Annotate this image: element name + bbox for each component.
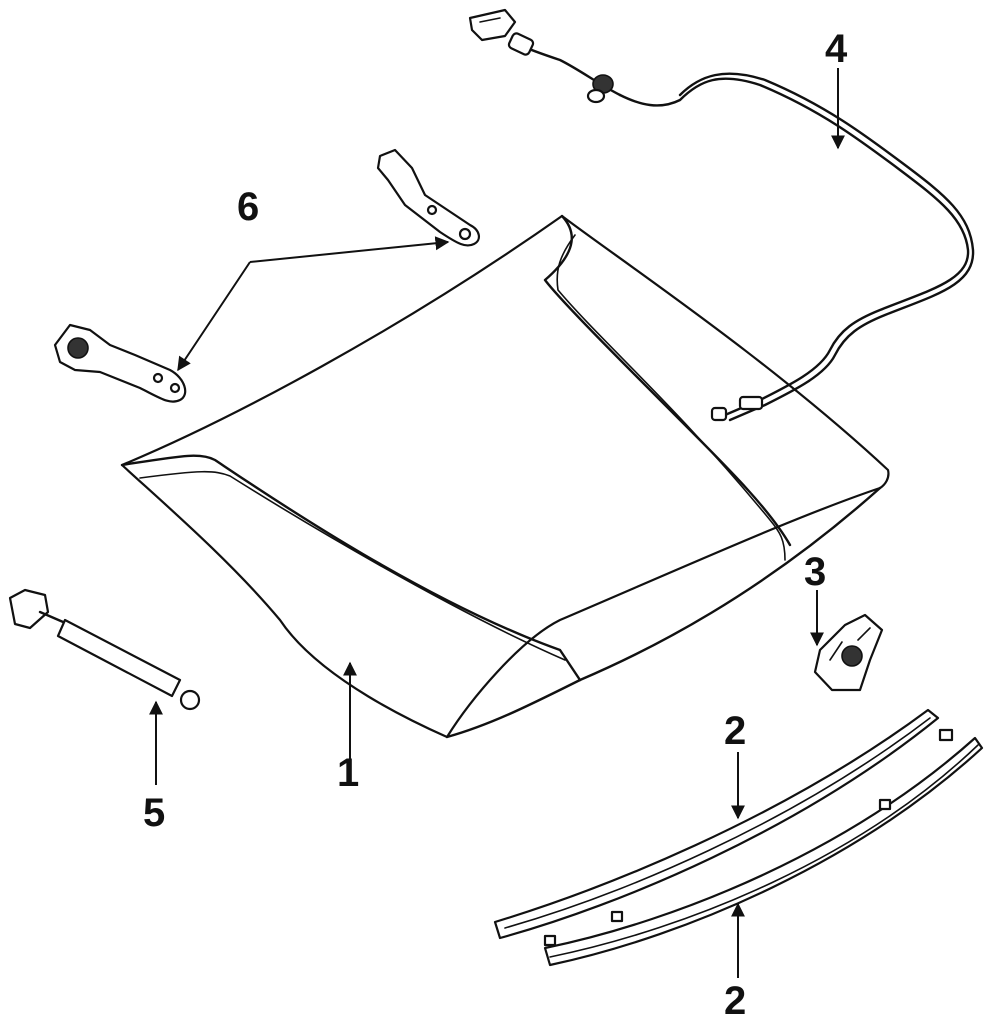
leader-6b: [177, 261, 251, 372]
hood-latch: [813, 613, 884, 692]
callout-6: 6: [237, 185, 259, 229]
release-cable: [468, 8, 975, 422]
callout-3: 3: [804, 550, 826, 594]
callout-5: 5: [143, 791, 165, 835]
leader-lines: [149, 68, 845, 978]
callout-1: 1: [337, 751, 359, 795]
gas-strut: [8, 588, 201, 711]
callout-4: 4: [825, 27, 848, 71]
leader-6a: [249, 236, 450, 263]
hood-hinge-lower: [53, 323, 187, 403]
hood-hinge-upper: [376, 148, 480, 247]
weatherstrip-upper: [493, 708, 940, 940]
callout-2-lower: 2: [724, 979, 746, 1023]
callout-2-upper: 2: [724, 709, 746, 753]
hood-panel: [120, 214, 890, 739]
weatherstrip-lower: [543, 728, 984, 967]
